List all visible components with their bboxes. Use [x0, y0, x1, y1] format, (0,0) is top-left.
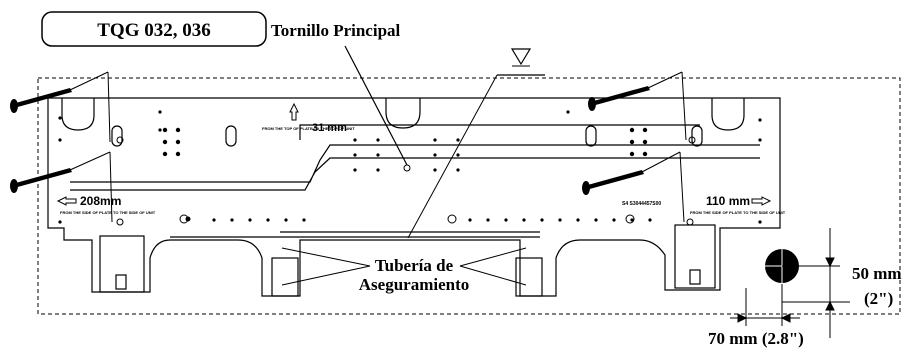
hole-horizontal-label: 70 mm (2.8") [708, 329, 804, 348]
top-note: FROM THE TOP OF PLATE TO THE TOP OF UNIT [262, 126, 355, 131]
screw-icon-top-left [10, 71, 111, 143]
right-note: FROM THE SIDE OF PLATE TO THE SIDE OF UN… [690, 210, 786, 215]
part-number: S4 S3044457S00 [622, 201, 661, 207]
pipe-leaders [281, 247, 527, 286]
pipe-label-line1: Tubería de [375, 256, 454, 275]
model-box-text: TQG 032, 036 [97, 20, 210, 41]
dimension-lines [730, 228, 850, 338]
model-box [41, 11, 267, 47]
main-screw-label: Tornillo Principal [271, 21, 401, 40]
screw-icon-mid-right [582, 151, 685, 223]
plate-arrows [56, 102, 772, 206]
screw-icon-top-right [588, 71, 687, 141]
main-screw-leader [344, 45, 408, 166]
screw-icon-mid-left [10, 151, 113, 223]
plate-holes [58, 110, 762, 224]
hole-vertical-label: 50 mm [852, 264, 902, 283]
mounting-plate [47, 97, 781, 297]
hole-vertical-inch-label: (2") [864, 289, 893, 308]
level-icon [407, 48, 545, 239]
right-distance-label: 110 mm [706, 194, 750, 208]
pipe-label-line2: Aseguramiento [359, 275, 469, 294]
center-distance-label: 31 mm [312, 122, 347, 134]
left-distance-label: 208mm [80, 194, 121, 208]
unit-outline [37, 77, 901, 315]
left-note: FROM THE SIDE OF PLATE TO THE SIDE OF UN… [60, 210, 156, 215]
